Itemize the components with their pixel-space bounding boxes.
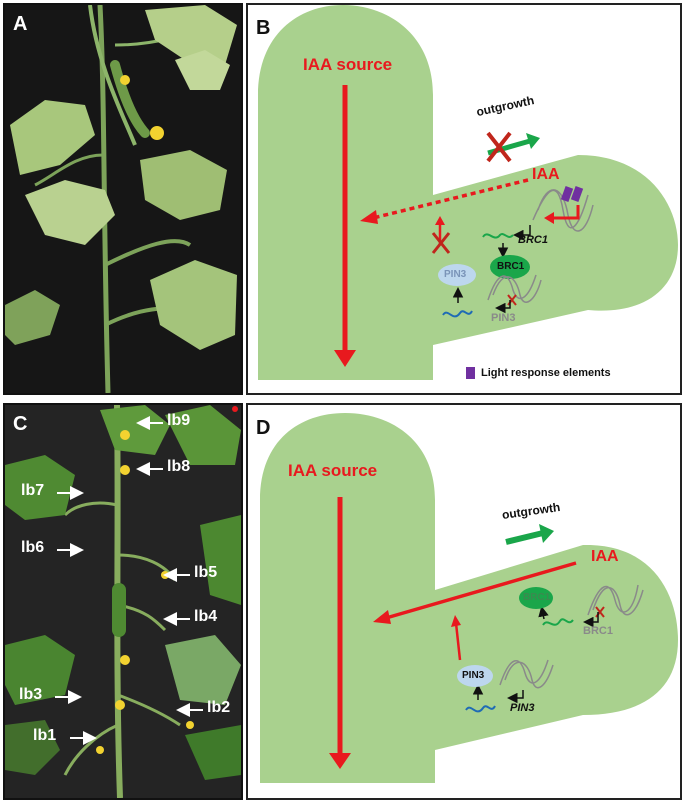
branch-label-lb8: lb8 [167, 458, 191, 475]
pin3-protein-d [457, 665, 493, 687]
panel-a-label: A [13, 13, 28, 35]
main-auxin-arrowhead-d [329, 753, 351, 769]
brc1-transcription-arrow-b [513, 225, 531, 241]
panel-a-photo: A [3, 3, 243, 395]
legend-label-b: Light response elements [481, 367, 611, 379]
branch-label-lb7: lb7 [21, 482, 45, 499]
brc1-protein-label-b: BRC1 [497, 261, 525, 272]
branch-label-lb2: lb2 [207, 699, 231, 716]
iaa-source-label-b: IAA source [303, 55, 393, 74]
panel-b-label: B [256, 17, 271, 39]
panel-d-diagram: D IAA source outgrowth IAA BRC1 BRC1 PIN… [246, 403, 682, 800]
diagram-d-svg [260, 413, 678, 783]
brc1-transcription-arrow-d [583, 612, 599, 628]
outgrowth-arrow-d [505, 530, 544, 545]
cucumber-plant-photo-a [5, 5, 241, 393]
brc1-mrna-b [482, 233, 514, 239]
main-auxin-arrowhead-b [334, 350, 356, 367]
brc1-dna-d [587, 584, 644, 616]
cucumber-plant-photo-c [5, 405, 241, 798]
panel-b-diagram: B IAA source outgrowth IAA BRC1 BRC1 PIN… [246, 3, 682, 395]
legend-square-b [466, 367, 475, 379]
pin3-mrna-d [465, 705, 496, 713]
brc1-activation-red-b [553, 205, 580, 220]
pin3-protein-label-d: PIN3 [462, 670, 485, 681]
panel-c-label: C [13, 413, 28, 435]
light-response-element-b1 [560, 186, 574, 202]
plant-body-d [260, 413, 678, 783]
brc1-mrna-d [542, 618, 574, 626]
brc1-gene-label-d: BRC1 [583, 625, 613, 637]
branch-label-lb9: lb9 [167, 412, 191, 429]
pin3-export-block-x-b [431, 232, 451, 254]
pin3-dna-b [487, 274, 542, 303]
iaa-label-b: IAA [532, 166, 560, 183]
pin3-transcription-arrow-d [507, 690, 524, 704]
pin3-mrna-b [442, 310, 473, 318]
outgrowth-arrowhead-d [539, 524, 554, 543]
iaa-label-d: IAA [591, 548, 619, 565]
outgrowth-block-x-b [486, 131, 512, 163]
pin3-export-arrow-d [454, 622, 462, 661]
diagram-b-svg [258, 5, 678, 380]
brc1-protein-d [519, 587, 553, 609]
panel-d-label: D [256, 417, 271, 439]
pin3-protein-label-b: PIN3 [444, 269, 467, 280]
branch-label-lb3: lb3 [19, 686, 43, 703]
brc1-protein-b [490, 255, 530, 279]
branch-label-lb4: lb4 [194, 608, 218, 625]
pin3-dna-d [499, 659, 554, 689]
pin3-gene-label-d: PIN3 [510, 702, 535, 714]
panel-c-photo: C lb9 lb8 lb7 lb6 lb5 lb4 lb3 lb2 lb1 [3, 403, 243, 800]
pin3-gene-label-b: PIN3 [491, 312, 516, 324]
outgrowth-arrowhead-b [526, 133, 540, 149]
branch-arrows-c [55, 416, 203, 745]
plant-body-b [258, 5, 678, 380]
branch-label-lb5: lb5 [194, 564, 218, 581]
auxin-export-arrow-d [385, 561, 577, 620]
branch-label-lb6: lb6 [21, 539, 45, 556]
auxin-export-arrowhead-d [373, 610, 391, 624]
pin3-protein-b [438, 264, 476, 286]
brc1-gene-label-b: BRC1 [518, 234, 548, 246]
iaa-source-label-d: IAA source [288, 461, 378, 480]
dotted-auxin-arrowhead-b [360, 210, 378, 224]
brc1-protein-label-d: BRC1 [523, 592, 551, 603]
pin3-transcription-arrow-b [495, 300, 511, 314]
branch-label-lb1: lb1 [33, 727, 57, 744]
light-response-element-b2 [570, 186, 584, 202]
